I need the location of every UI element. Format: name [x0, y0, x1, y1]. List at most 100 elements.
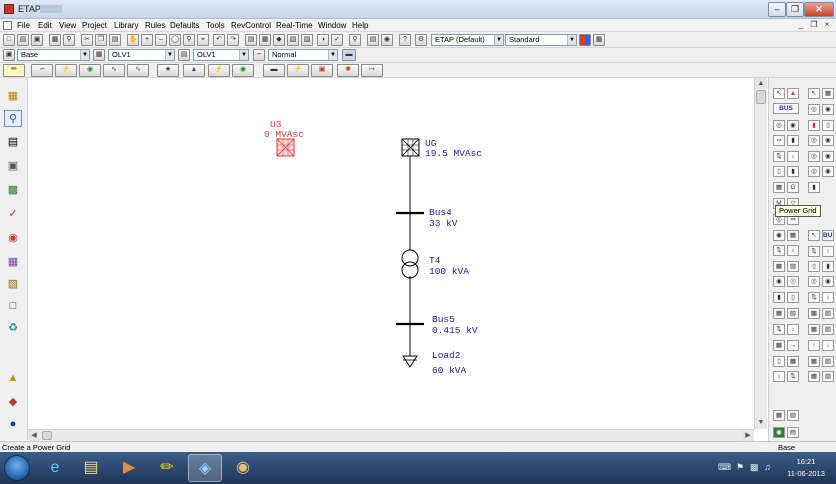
continuity-check-icon[interactable]: ◆ [273, 34, 285, 46]
dc-switch-icon[interactable]: ▮ [808, 182, 820, 193]
new-icon[interactable]: □ [3, 34, 15, 46]
presentation-icon[interactable]: ▣ [3, 49, 15, 61]
maximize-button[interactable]: ❐ [786, 2, 804, 17]
pointer-icon[interactable]: ↖ [773, 88, 785, 99]
standard-combo[interactable]: Standard▼ [505, 34, 577, 46]
ground-icon[interactable]: ▲ [7, 372, 19, 384]
instr-switch-icon[interactable]: ▦ [808, 324, 820, 335]
composite-motor-icon[interactable]: ▧ [787, 410, 799, 421]
inverter-icon[interactable]: ▧ [787, 261, 799, 272]
project-view-icon[interactable]: ▦ [7, 90, 19, 102]
theme-icon[interactable]: ◑ [317, 34, 329, 46]
pan-icon[interactable]: ✋ [127, 34, 139, 46]
line-icon[interactable]: ↕ [787, 151, 799, 162]
dc-motor-icon[interactable]: ◉ [822, 135, 834, 146]
configuration-icon[interactable]: ▦ [93, 49, 105, 61]
revision-icon[interactable]: ▤ [178, 49, 190, 61]
short-circuit-icon[interactable]: ⚡ [55, 64, 77, 77]
menu-tools[interactable]: Tools [206, 21, 225, 30]
instr-up-icon[interactable]: ↑ [808, 340, 820, 351]
help-icon[interactable]: ? [399, 34, 411, 46]
instr-pt-icon[interactable]: ↕ [822, 292, 834, 303]
volume-icon[interactable]: ♫ [764, 462, 771, 472]
transformer-3w-icon[interactable]: ◉ [787, 120, 799, 131]
vfd-icon[interactable]: ↕ [787, 245, 799, 256]
instr-relay-icon[interactable]: ◉ [822, 276, 834, 287]
dc-short-circuit-icon[interactable]: ⚡ [287, 64, 309, 77]
dc-lumped-load-icon[interactable]: ◉ [822, 151, 834, 162]
instr-down-icon[interactable]: ↓ [822, 340, 834, 351]
save-icon[interactable]: ▣ [31, 34, 43, 46]
neutral-icon[interactable]: ◆ [8, 396, 18, 408]
instr-chart-icon[interactable]: ▧ [822, 371, 834, 382]
edit-mode-icon[interactable]: ✏ [3, 64, 25, 77]
instrument-bus-icon[interactable]: BUS [822, 230, 834, 241]
contactor-icon[interactable]: ▧ [787, 308, 799, 319]
dc-bus-icon[interactable]: ▦ [822, 88, 834, 99]
scroll-up-icon[interactable]: ▲ [755, 78, 767, 89]
revision-combo[interactable]: OLV1▼ [193, 49, 249, 61]
find-icon[interactable]: ⚲ [349, 34, 361, 46]
menu-file[interactable]: File [17, 21, 30, 30]
vertical-scroll-thumb[interactable] [756, 90, 766, 104]
report-icon[interactable]: ▤ [367, 34, 379, 46]
dc-impedance-icon[interactable]: ◉ [822, 104, 834, 115]
fuse-icon[interactable]: ▮ [787, 166, 799, 177]
media-player-icon[interactable]: ▶ [122, 459, 136, 476]
ups-icon[interactable]: ⇅ [773, 245, 785, 256]
menu-view[interactable]: View [59, 21, 77, 30]
ac-home-icon[interactable]: ▲ [787, 88, 799, 99]
zoom-in-icon[interactable]: + [141, 34, 153, 46]
scroll-down-icon[interactable]: ▼ [755, 417, 767, 428]
network-icon[interactable]: ▩ [750, 462, 759, 472]
instr-ground-icon[interactable]: ▧ [822, 324, 834, 335]
library-view-icon[interactable]: ▦ [7, 256, 19, 268]
recycle-bin-icon[interactable]: ♻ [8, 322, 18, 334]
spd-icon[interactable]: ⇅ [787, 371, 799, 382]
minimize-button[interactable]: – [768, 2, 786, 17]
composite-network-icon[interactable]: ▦ [773, 410, 785, 421]
dc-load-flow-icon[interactable]: ▬ [263, 64, 285, 77]
zoom-out-icon[interactable]: – [155, 34, 167, 46]
wind-turbine-icon[interactable]: → [787, 340, 799, 351]
menu-real-time[interactable]: Real-Time [276, 21, 313, 30]
pt-icon[interactable]: ▯ [787, 292, 799, 303]
ground-grid-view-icon[interactable]: ▩ [7, 184, 19, 196]
scroll-left-icon[interactable]: ◀ [28, 430, 40, 441]
harmonic-icon[interactable]: ∿ [103, 64, 125, 77]
menu-defaults[interactable]: Defaults [170, 21, 200, 30]
menu-project[interactable]: Project [82, 21, 107, 30]
settings-icon[interactable]: ⚙ [415, 34, 427, 46]
transformer-t4[interactable] [401, 249, 419, 279]
print-preview-icon[interactable]: ⚲ [63, 34, 75, 46]
menu-window[interactable]: Window [318, 21, 347, 30]
horizontal-scroll-thumb[interactable] [42, 431, 52, 440]
star-view-icon[interactable]: ▤ [7, 136, 19, 148]
mdi-close-button[interactable]: × [824, 20, 830, 29]
clock[interactable]: 16:21 11-06-2013 [779, 456, 833, 480]
cable-pulling-view-icon[interactable]: ✓ [8, 208, 18, 220]
zoom-fit-icon[interactable]: ◯ [169, 34, 181, 46]
copy-icon[interactable]: ❐ [95, 34, 107, 46]
reliability-icon[interactable]: ◉ [232, 64, 254, 77]
notepad-icon[interactable]: ✏ [160, 459, 174, 476]
arc-flash-icon[interactable]: ⚡ [208, 64, 230, 77]
binoculars-icon[interactable]: ◉ [381, 34, 393, 46]
impedance-icon[interactable]: ▮ [787, 135, 799, 146]
status-icon[interactable]: ∽ [253, 49, 265, 61]
battery-icon[interactable]: ◎ [808, 135, 820, 146]
text-box-icon[interactable]: ▤ [245, 34, 257, 46]
paint-icon[interactable]: ◉ [236, 459, 250, 476]
sources-icon[interactable]: ● [9, 418, 17, 430]
library-combo[interactable]: ETAP (Default)▼ [431, 34, 504, 46]
one-line-view-icon[interactable]: ⚲ [4, 110, 22, 127]
dc-breaker-icon[interactable]: ▮ [808, 120, 820, 131]
dc-converter-icon[interactable]: ◎ [808, 166, 820, 177]
relay-icon[interactable]: ◉ [773, 276, 785, 287]
load-flow-icon[interactable]: ∽ [31, 64, 53, 77]
power-grid-ug[interactable] [401, 138, 420, 157]
internet-explorer-icon[interactable]: e [50, 459, 60, 476]
neutral-grounding-icon[interactable]: ↕ [773, 371, 785, 382]
undo-icon[interactable]: ↶ [213, 34, 225, 46]
instr-breaker-icon[interactable]: ▯ [808, 261, 820, 272]
